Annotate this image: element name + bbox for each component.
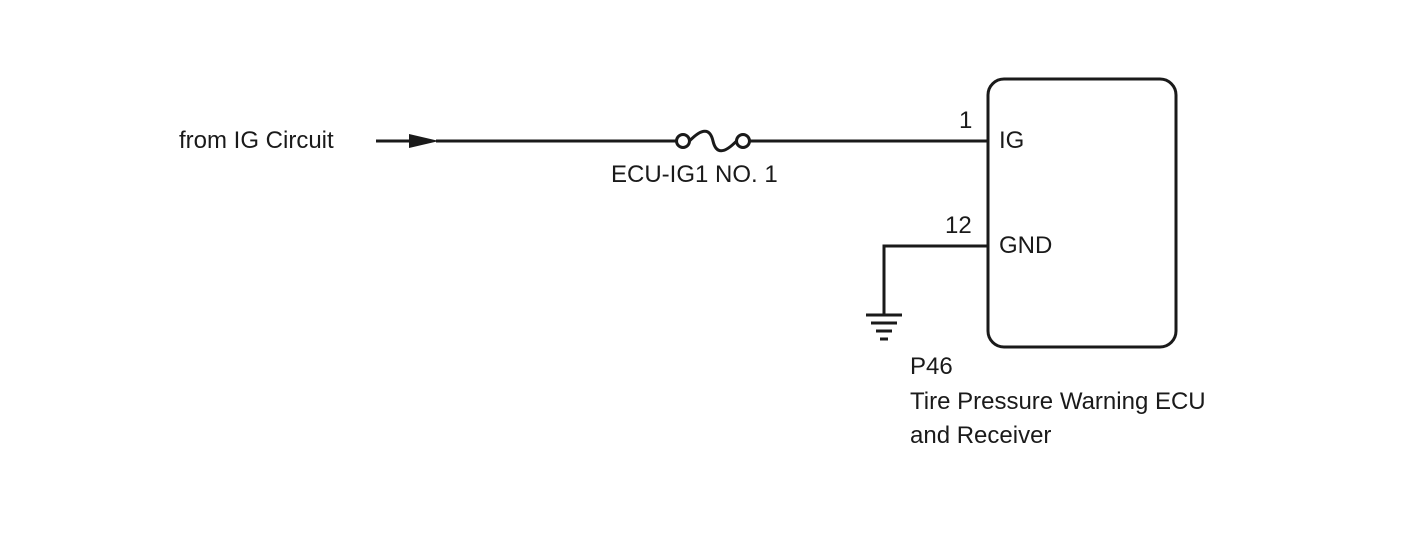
ground-icon: [866, 313, 902, 341]
ecu-name-line-2: and Receiver: [910, 422, 1052, 449]
source-label: from IG Circuit: [179, 127, 334, 154]
ecu-connector-code: P46: [910, 353, 953, 380]
ecu-name-line-1: Tire Pressure Warning ECU: [910, 388, 1206, 415]
ecu-box: [986, 77, 1178, 349]
pin-12-name: GND: [999, 232, 1053, 259]
pin-1-number: 1: [959, 107, 973, 134]
pin-1-name: IG: [999, 127, 1025, 154]
ground-wire: [882, 244, 989, 315]
pin-12-number: 12: [945, 212, 972, 239]
source-arrow-head: [409, 134, 439, 148]
fuse-terminal-right: [735, 133, 751, 149]
fuse-terminal-left: [675, 133, 691, 149]
fuse-symbol: [675, 129, 751, 153]
fuse-element: [688, 129, 738, 153]
fuse-label: ECU-IG1 NO. 1: [611, 161, 778, 188]
